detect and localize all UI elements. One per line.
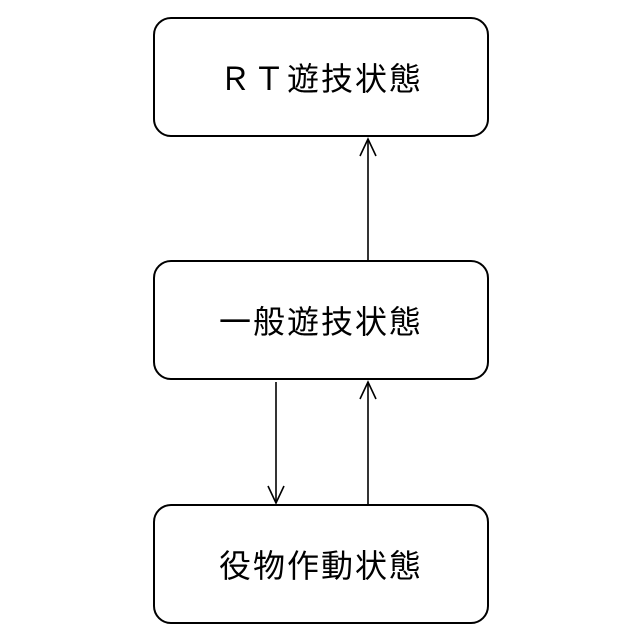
state-box-yaku: 役物作動状態: [153, 504, 489, 624]
arrow-normal-to-rt: [360, 139, 376, 260]
state-label-normal: 一般遊技状態: [219, 297, 423, 343]
arrow-normal-to-yaku: [268, 382, 284, 503]
state-box-rt: ＲＴ遊技状態: [153, 17, 489, 137]
state-label-rt: ＲＴ遊技状態: [219, 54, 423, 100]
arrow-normal-to-rt-head: [360, 139, 376, 156]
state-label-yaku: 役物作動状態: [219, 541, 423, 587]
arrow-normal-to-yaku-head: [268, 486, 284, 503]
arrow-yaku-to-normal: [360, 382, 376, 504]
arrow-yaku-to-normal-head: [360, 382, 376, 399]
state-box-normal: 一般遊技状態: [153, 260, 489, 380]
